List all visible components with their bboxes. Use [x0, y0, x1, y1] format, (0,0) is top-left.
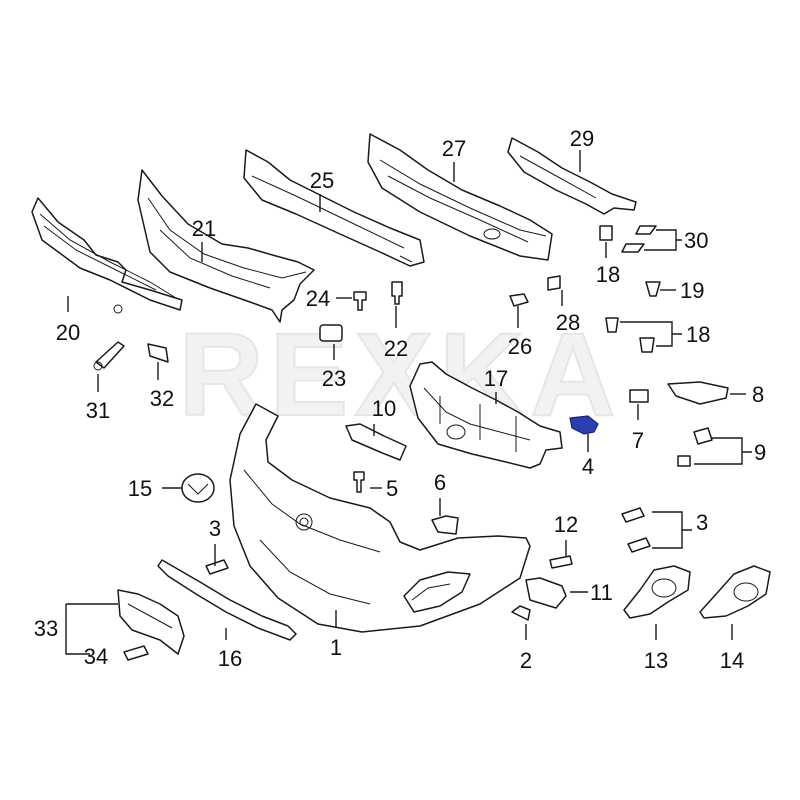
callout-4: 4: [582, 454, 594, 479]
part-16-molding: [157, 559, 297, 641]
callout-29: 29: [570, 126, 594, 151]
callout-13: 13: [644, 648, 668, 673]
callout-7: 7: [632, 428, 644, 453]
callout-3-left: 3: [209, 516, 221, 541]
part-34-bolt: [123, 645, 149, 661]
part-24-bolt: [353, 291, 367, 311]
part-28-bolt: [547, 275, 561, 291]
callout-19: 19: [680, 278, 704, 303]
callout-25: 25: [310, 168, 334, 193]
callout-9: 9: [754, 440, 766, 465]
part-22-clip: [391, 281, 403, 305]
part-10-bracket: [345, 423, 407, 461]
callout-32: 32: [150, 386, 174, 411]
part-20-grille: [31, 197, 183, 314]
callout-16: 16: [218, 646, 242, 671]
part-9-bolt-b: [677, 455, 691, 467]
callout-30: 30: [684, 228, 708, 253]
callout-20: 20: [56, 320, 80, 345]
part-31-hook: [95, 341, 125, 369]
callout-21: 21: [192, 216, 216, 241]
callout-22: 22: [384, 336, 408, 361]
callout-15: 15: [128, 476, 152, 501]
part-18-clip-b: [605, 317, 619, 333]
part-3-bolt-c: [205, 559, 229, 575]
callout-numbers: 1 2 3 3 4 5 6 7 8 9 10 11 12 13 14 15 16…: [34, 126, 766, 673]
callout-18-top: 18: [596, 262, 620, 287]
callout-5: 5: [386, 476, 398, 501]
part-9-bolt-a: [693, 427, 713, 445]
part-2-nut: [511, 605, 531, 621]
part-14-bezel-left: [699, 565, 771, 619]
callout-31: 31: [86, 398, 110, 423]
callout-23: 23: [322, 366, 346, 391]
part-7-clip: [629, 389, 649, 403]
part-11-bracket: [525, 577, 567, 609]
callout-6: 6: [434, 470, 446, 495]
part-30-clip-b: [621, 243, 645, 253]
callout-11: 11: [590, 580, 613, 605]
part-8-bracket: [667, 381, 729, 405]
callout-12: 12: [554, 512, 578, 537]
part-1-bumper-cover: [229, 403, 531, 633]
callout-10: 10: [372, 396, 396, 421]
callout-27: 27: [442, 136, 466, 161]
part-6-clip: [431, 515, 459, 535]
part-30-clip-a: [635, 225, 657, 235]
part-3-bolt-a: [621, 507, 645, 523]
part-18-clip-a: [599, 225, 613, 241]
part-4-bolt-highlighted: [569, 415, 599, 435]
fasteners: [123, 225, 713, 661]
callout-34: 34: [84, 644, 108, 669]
part-15-emblem: [181, 473, 215, 503]
part-5-clip: [353, 471, 365, 493]
callout-2: 2: [520, 648, 532, 673]
part-18-clip-c: [639, 337, 655, 353]
callout-3-right: 3: [696, 510, 708, 535]
callout-8: 8: [752, 382, 764, 407]
callout-18-bottom: 18: [686, 322, 710, 347]
callout-24: 24: [306, 286, 330, 311]
leader-lines: [65, 150, 752, 655]
small-parts: [93, 225, 729, 621]
part-13-bezel-right: [623, 565, 691, 619]
part-3-bolt-b: [627, 537, 651, 553]
part-12-bolt: [549, 555, 573, 569]
callout-17: 17: [484, 366, 508, 391]
part-27-reinforcement: [367, 133, 553, 261]
part-25-absorber: [243, 149, 425, 267]
part-17-bracket-assembly: [409, 361, 563, 469]
part-19-clip: [645, 281, 661, 297]
part-23-cap: [319, 324, 343, 342]
callout-26: 26: [508, 334, 532, 359]
callout-33: 33: [34, 616, 58, 641]
part-21-grille-bracket: [137, 169, 315, 323]
callout-14: 14: [720, 648, 744, 673]
part-32-clip: [147, 343, 169, 363]
part-29-bracket: [507, 137, 637, 215]
part-33-license-bracket: [117, 589, 185, 655]
callout-28: 28: [556, 310, 580, 335]
part-26-bolt: [509, 293, 529, 307]
callout-1: 1: [330, 635, 342, 660]
